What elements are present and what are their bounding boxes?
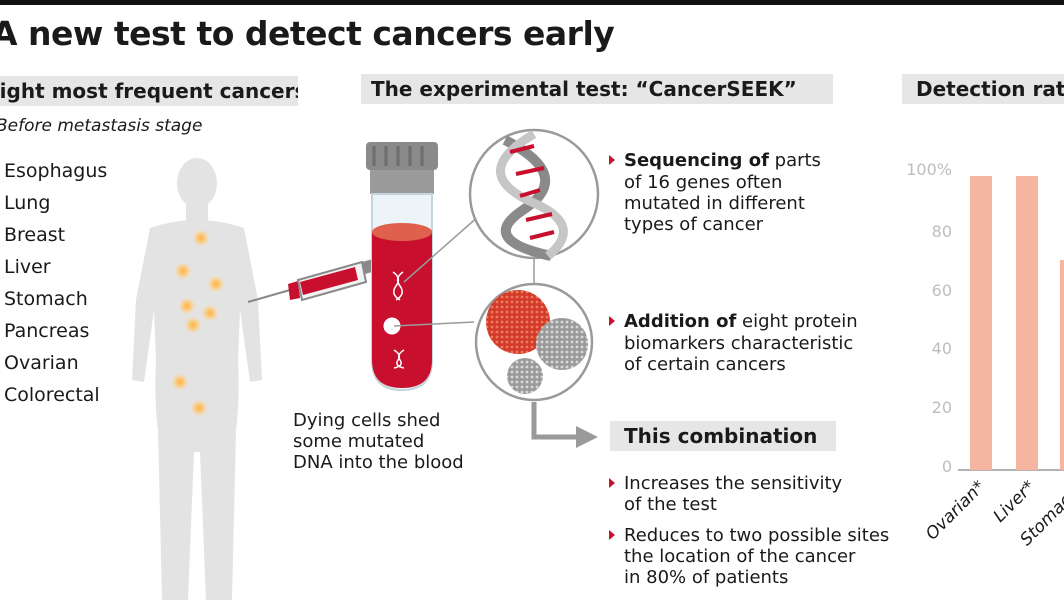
page-title: A new test to detect cancers early <box>0 14 615 53</box>
left-subnote: Before metastasis stage <box>0 116 203 136</box>
y-tick-label: 60 <box>931 281 952 300</box>
bullet-icon <box>609 530 615 540</box>
caption-line: DNA into the blood <box>293 452 464 473</box>
bullet-icon <box>609 155 615 165</box>
addition-line: of certain cancers <box>624 354 786 375</box>
left-section-heading: Eight most frequent cancers <box>0 76 298 106</box>
bar-3 <box>1060 260 1064 470</box>
right-section-heading: Detection rate <box>902 74 1064 104</box>
caption-line: Dying cells shed <box>293 410 441 431</box>
dna-icon <box>392 271 405 369</box>
bar-1 <box>970 176 992 470</box>
tumor-spot-icon <box>171 229 225 417</box>
sequencing-line: of 16 genes often <box>624 172 783 193</box>
cancer-item: Liver <box>4 256 51 278</box>
arrow-icon <box>531 402 598 448</box>
cancer-item: Breast <box>4 224 66 246</box>
benefit-line: Reduces to two possible sites <box>624 525 890 546</box>
middle-section-heading: The experimental test: “CancerSEEK” <box>361 74 833 104</box>
sequencing-text-line: Sequencing of parts <box>624 150 821 171</box>
protein-biomarker-icon <box>474 282 594 402</box>
bar-2 <box>1016 176 1038 470</box>
cancer-item: Ovarian <box>4 352 79 374</box>
benefit-line: Increases the sensitivity <box>624 473 843 494</box>
combination-heading: This combination <box>610 421 836 451</box>
y-tick-label: 100% <box>906 160 952 179</box>
benefit-line: the location of the cancer <box>624 546 856 567</box>
caption-line: some mutated <box>293 431 425 452</box>
sequencing-line: types of cancer <box>624 214 764 235</box>
addition-text-line: Addition of eight protein <box>624 311 858 332</box>
cancer-item: Colorectal <box>4 384 100 406</box>
benefit-line: in 80% of patients <box>624 567 789 588</box>
sequencing-line: parts <box>774 150 821 171</box>
cancer-item: Esophagus <box>4 160 108 182</box>
y-tick-label: 80 <box>931 222 952 241</box>
dna-helix-icon <box>468 128 600 261</box>
y-tick-label: 20 <box>931 398 952 417</box>
y-tick-label: 40 <box>931 339 952 358</box>
top-rule <box>0 0 1064 5</box>
addition-line: eight protein <box>742 311 858 332</box>
cancer-item: Lung <box>4 192 51 214</box>
cancer-item: Pancreas <box>4 320 90 342</box>
bullet-icon <box>609 478 615 488</box>
bullet-icon <box>609 316 615 326</box>
addition-line: biomarkers characteristic <box>624 333 854 354</box>
connector-line <box>393 214 535 327</box>
sequencing-line: mutated in different <box>624 193 805 214</box>
addition-bold: Addition of <box>624 311 737 332</box>
cancer-item: Stomach <box>4 288 88 310</box>
sequencing-bold: Sequencing of <box>624 150 769 171</box>
y-tick-label: 0 <box>941 457 952 476</box>
benefit-line: of the test <box>624 494 717 515</box>
